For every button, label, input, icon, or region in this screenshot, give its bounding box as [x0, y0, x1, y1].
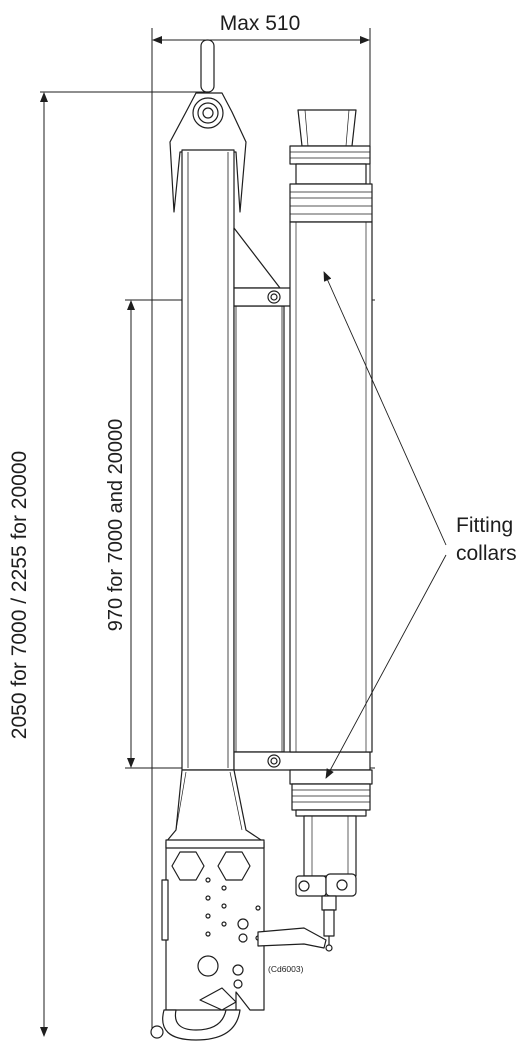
- collar-spacing-label: 970 for 7000 and 20000: [105, 419, 127, 631]
- overall-height-label: 2050 for 7000 / 2255 for 20000: [8, 451, 31, 739]
- bottom-hook-block: [150, 769, 265, 1041]
- connecting-panel: [233, 305, 285, 753]
- cylinder-body: [289, 109, 373, 817]
- load-cell-assembly: [150, 39, 373, 1041]
- fitting-collars-label-line1: Fitting: [456, 514, 513, 537]
- width-dimension-label: Max 510: [220, 12, 301, 35]
- top-shackle: [169, 39, 247, 213]
- drawing-code: (Cd6003): [268, 964, 304, 974]
- overall-height-dimension: [40, 91, 205, 1037]
- main-beam: [181, 149, 235, 771]
- linkage-arm: [257, 927, 327, 949]
- lower-drive-unit: [295, 815, 357, 952]
- lower-clamp-band: [233, 751, 371, 771]
- fitting-collars-label-line2: collars: [456, 542, 517, 565]
- upper-bracket: [233, 227, 281, 289]
- fitting-collars-leaders: [323, 271, 447, 779]
